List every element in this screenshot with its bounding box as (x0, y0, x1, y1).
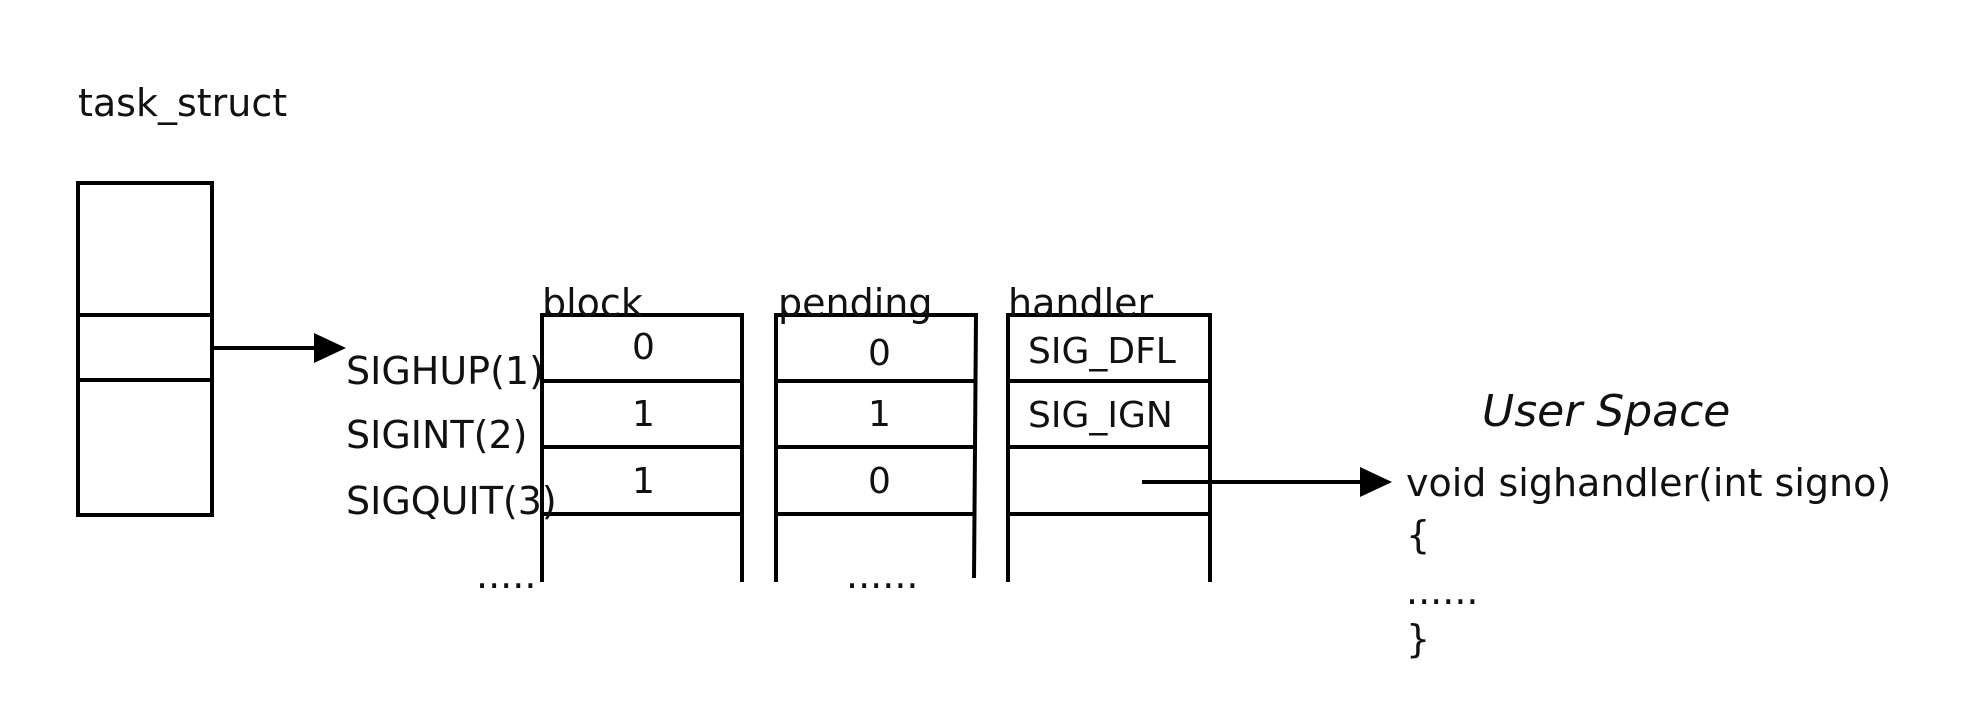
code-line: { (1406, 513, 1431, 557)
pending-ellipsis: ...... (846, 553, 919, 597)
handler-column-header: handler (1008, 281, 1154, 325)
task-to-table-arrow (212, 333, 346, 363)
pending-column-header: pending (778, 281, 933, 325)
block-value: 1 (632, 394, 655, 435)
task-struct-label: task_struct (78, 81, 288, 125)
user-space-title: User Space (1482, 386, 1731, 437)
handler-column-box (1006, 313, 1212, 582)
code-line: } (1406, 617, 1431, 661)
block-column-box (540, 313, 744, 582)
block-value: 1 (632, 461, 655, 502)
pending-value: 0 (868, 461, 891, 502)
handler-to-user-arrow (1142, 467, 1392, 497)
pending-column-box (774, 313, 979, 582)
task-struct-box (76, 181, 214, 517)
signal-name: SIGHUP(1) (346, 349, 544, 393)
handler-value: SIG_DFL (1028, 331, 1176, 372)
handler-value: SIG_IGN (1028, 395, 1173, 436)
block-value: 0 (632, 327, 655, 368)
signal-ellipsis: ..... (476, 553, 537, 597)
code-line: ...... (1406, 569, 1479, 613)
code-line: void sighandler(int signo) (1406, 461, 1892, 505)
pending-value: 1 (868, 394, 891, 435)
pending-value: 0 (868, 333, 891, 374)
block-column-header: block (542, 281, 643, 325)
signal-name: SIGINT(2) (346, 413, 528, 457)
signal-name: SIGQUIT(3) (346, 479, 557, 523)
